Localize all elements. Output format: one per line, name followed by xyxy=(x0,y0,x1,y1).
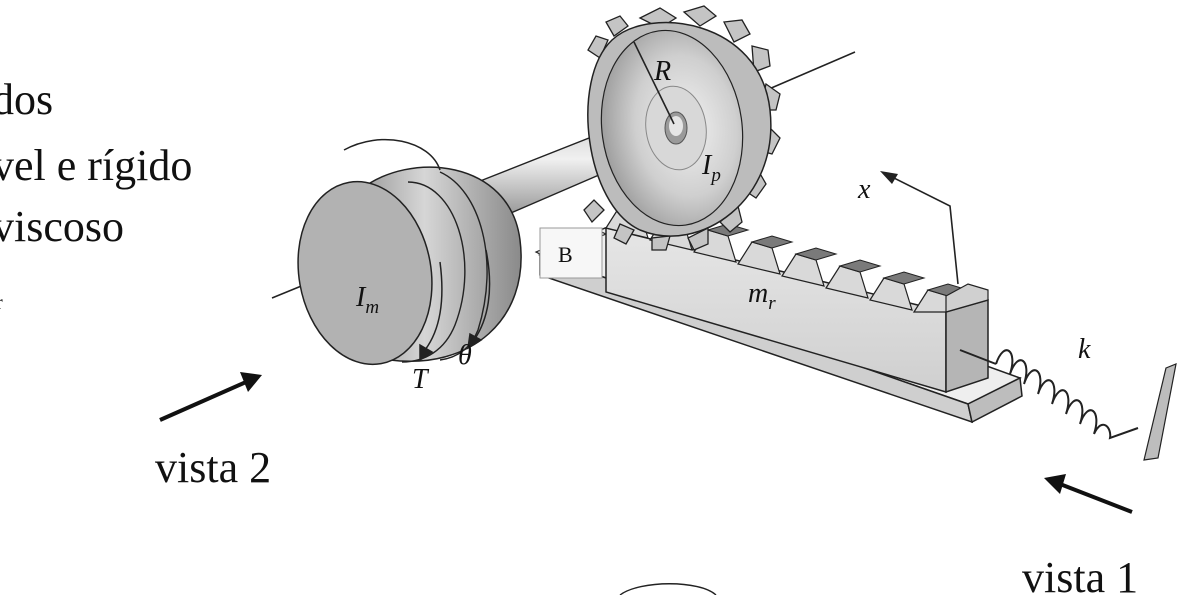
caption-line-3: viscoso xyxy=(0,202,124,251)
x-label: x xyxy=(857,174,871,205)
spring-label: k xyxy=(1078,334,1091,365)
view-1-arrow xyxy=(1044,474,1133,514)
gear-rack xyxy=(605,199,989,394)
rack-mass-label: mr xyxy=(748,278,776,314)
pinion-gear xyxy=(583,5,781,251)
x-displacement-arrow xyxy=(880,171,959,285)
view-2-label: vista 2 xyxy=(155,443,272,492)
bottom-edge-shape xyxy=(619,583,717,595)
wall-mount xyxy=(1143,363,1177,461)
angle-arrow xyxy=(467,249,491,350)
caption-line-1: dos xyxy=(0,75,54,124)
motor-inertia-cylinder xyxy=(297,166,522,366)
caption-line-4: r xyxy=(0,292,3,315)
gear-inertia-label: Ip xyxy=(701,150,721,186)
torque-arrow xyxy=(343,138,443,362)
caption-line-2: vel e rígido xyxy=(0,141,193,190)
radius-label: R xyxy=(653,56,671,87)
spring xyxy=(959,349,1139,440)
damper-label: B xyxy=(558,242,573,267)
theta-label: θ xyxy=(458,340,472,371)
view-1-label: vista 1 xyxy=(1022,553,1139,602)
view-2-arrow xyxy=(159,372,262,422)
motor-inertia-label: Im xyxy=(355,282,379,318)
gear-axis-line xyxy=(761,51,856,93)
torque-label: T xyxy=(412,364,430,395)
